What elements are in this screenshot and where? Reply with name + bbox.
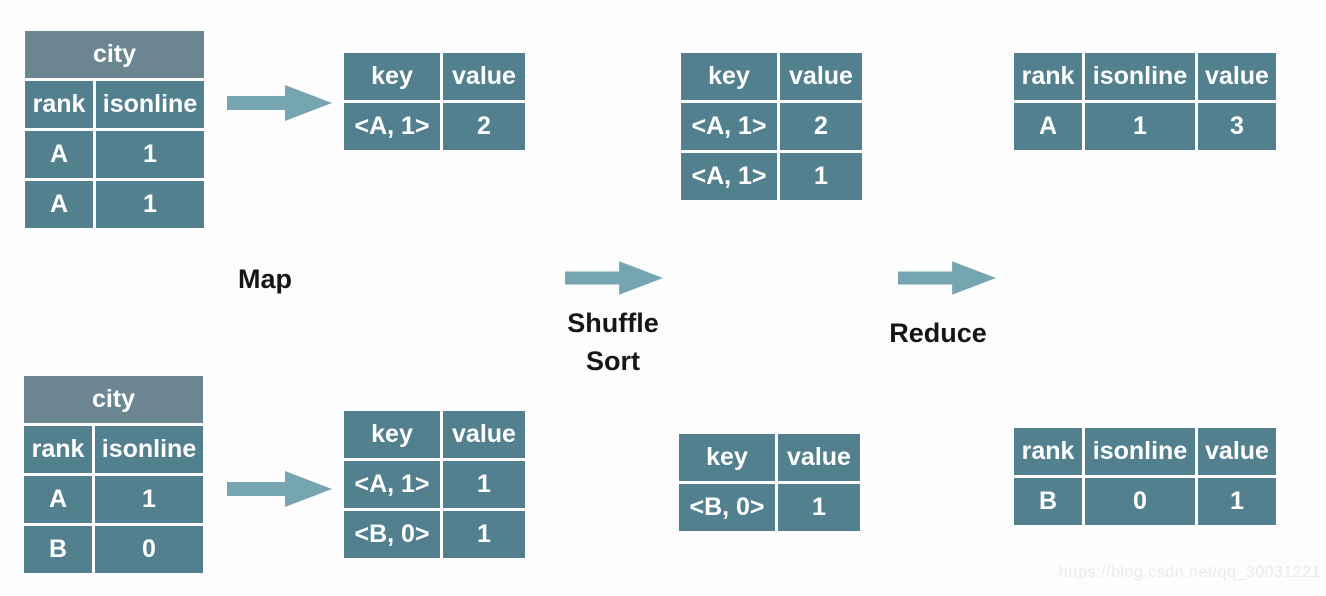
table-title-cell: city: [25, 31, 204, 78]
watermark-text: https://blog.csdn.net/qq_30031221: [1058, 564, 1321, 581]
shuffle-arrow-icon: [565, 261, 663, 295]
table-cell: 2: [443, 103, 525, 150]
column-header-cell: value: [778, 434, 860, 481]
table-cell: <A, 1>: [344, 461, 440, 508]
reduce-arrow-icon: [898, 261, 996, 295]
map-arrow-bottom-icon: [227, 471, 332, 507]
table-cell: 0: [95, 526, 203, 573]
table-cell: 1: [1198, 478, 1276, 525]
reduce-label-group: Reduce: [878, 314, 998, 352]
table-cell: 1: [780, 153, 862, 200]
table-cell: 1: [96, 131, 204, 178]
table-cell: 1: [443, 511, 525, 558]
column-header-cell: rank: [24, 426, 92, 473]
table-cell: 0: [1085, 478, 1195, 525]
table-cell: A: [24, 476, 92, 523]
column-header-cell: rank: [1014, 53, 1082, 100]
table-cell: 2: [780, 103, 862, 150]
table-cell: B: [24, 526, 92, 573]
column-header-cell: rank: [25, 81, 93, 128]
table-cell: 1: [96, 181, 204, 228]
column-header-cell: value: [780, 53, 862, 100]
column-header-cell: rank: [1014, 428, 1082, 475]
table-cell: <B, 0>: [344, 511, 440, 558]
table-cell: <A, 1>: [681, 153, 777, 200]
shuffle-label: Shuffle: [567, 308, 659, 338]
column-header-cell: isonline: [95, 426, 203, 473]
column-header-cell: isonline: [1085, 53, 1195, 100]
column-header-cell: key: [344, 53, 440, 100]
table-cell: B: [1014, 478, 1082, 525]
table-row: <B, 0>1: [679, 484, 860, 531]
table-title-cell: city: [24, 376, 203, 423]
table-row: <A, 1>1: [681, 153, 862, 200]
table-cell: A: [1014, 103, 1082, 150]
reduce-label: Reduce: [889, 318, 987, 348]
table-cell: <A, 1>: [681, 103, 777, 150]
map-arrow-top-icon: [227, 85, 332, 121]
table-cell: 1: [1085, 103, 1195, 150]
column-header-cell: value: [1198, 428, 1276, 475]
table-cell: A: [25, 181, 93, 228]
table-cell: 1: [778, 484, 860, 531]
column-header-cell: value: [443, 411, 525, 458]
column-header-cell: value: [443, 53, 525, 100]
column-header-cell: key: [679, 434, 775, 481]
column-header-cell: key: [681, 53, 777, 100]
column-header-cell: value: [1198, 53, 1276, 100]
table-row: <A, 1>1: [344, 461, 525, 508]
table-cell: 1: [443, 461, 525, 508]
column-header-cell: isonline: [96, 81, 204, 128]
table-row: <A, 1>2: [681, 103, 862, 150]
table-cell: A: [25, 131, 93, 178]
table-row: <A, 1>2: [344, 103, 525, 150]
table-cell: <A, 1>: [344, 103, 440, 150]
map-label: Map: [238, 264, 292, 294]
shuffle-sort-label-group: Shuffle Sort: [553, 304, 673, 380]
column-header-cell: isonline: [1085, 428, 1195, 475]
column-header-cell: key: [344, 411, 440, 458]
table-cell: 3: [1198, 103, 1276, 150]
table-cell: 1: [95, 476, 203, 523]
table-cell: <B, 0>: [679, 484, 775, 531]
table-row: <B, 0>1: [344, 511, 525, 558]
sort-label: Sort: [586, 346, 640, 376]
